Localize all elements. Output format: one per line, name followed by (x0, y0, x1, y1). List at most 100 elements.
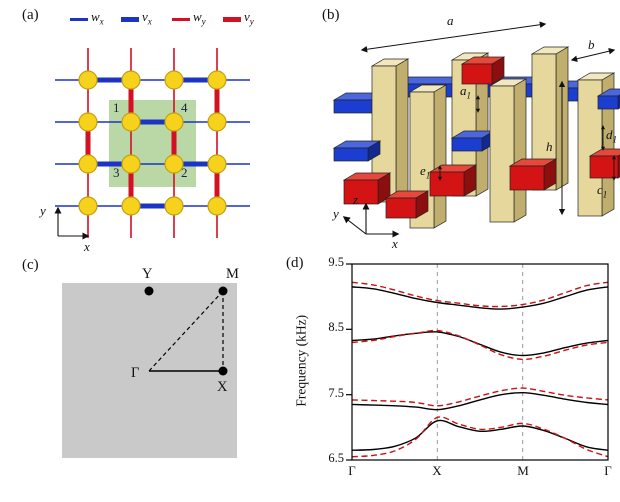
panel-b-drawing (332, 21, 620, 238)
block-side-face (433, 84, 447, 229)
block-front-face (429, 171, 465, 197)
lattice-site (207, 154, 227, 174)
block-side-face (513, 78, 527, 223)
panel-a-drawing (54, 48, 250, 240)
panel-d-label: (d) (286, 255, 304, 271)
legend-line-vx (121, 16, 139, 22)
lattice-site (207, 112, 227, 132)
site-number-3: 3 (113, 165, 120, 180)
dim-a-arrow (360, 21, 547, 53)
panel-c-label: (c) (22, 257, 39, 273)
band-curve-band1-red-dashed (351, 416, 609, 458)
red-block (588, 148, 620, 179)
panel-a-label: (a) (22, 7, 39, 23)
lattice-site (121, 112, 141, 132)
legend-label-wy: wy (193, 9, 206, 27)
site-number-1: 1 (113, 100, 120, 115)
lattice-site (78, 196, 98, 216)
red-block (384, 190, 430, 219)
band-curve-band2-black-solid (351, 391, 609, 411)
bz-label-y: Y (142, 266, 153, 282)
d-xtick-gamma-left: Γ (348, 463, 356, 478)
b-axis-x-label: x (392, 236, 398, 251)
d-yaxis-title: Frequency (kHz) (293, 314, 309, 407)
band-curve-band3-red-dashed (351, 329, 609, 361)
dim-a1-label: a1 (460, 83, 471, 101)
legend-label-wx: wx (91, 9, 104, 27)
panel-b-label: (b) (322, 7, 340, 23)
plot-frame (351, 263, 609, 461)
bz-point-x (218, 366, 228, 376)
d-ytick-7.5: 7.5 (328, 386, 344, 400)
lattice-site (207, 196, 227, 216)
band-curves-group (351, 281, 609, 458)
panel-c-drawing (62, 283, 237, 458)
red-block (508, 158, 558, 191)
d-xtick-m: M (517, 463, 529, 478)
d-ytick-6.5: 6.5 (328, 451, 344, 465)
block-front-face (451, 137, 483, 152)
block-side-face (395, 58, 409, 203)
block-front-face (333, 147, 369, 162)
dim-b-label: b (588, 37, 595, 52)
site-number-4: 4 (181, 100, 188, 115)
band-curve-band4-black-solid (351, 286, 609, 310)
bz-point-y (144, 286, 154, 296)
b-axis-y-arrow (342, 216, 367, 235)
lattice-site (164, 196, 184, 216)
site-number-2: 2 (181, 165, 188, 180)
lattice-site (207, 70, 227, 90)
legend-label-vx: vx (142, 9, 152, 27)
lattice-site (78, 154, 98, 174)
blue-block (332, 140, 382, 162)
red-block (428, 164, 478, 197)
block-front-face (385, 197, 417, 219)
d-xtick-gamma-right: Γ (604, 463, 612, 478)
lattice-group (55, 48, 250, 238)
legend-label-vy: vy (244, 9, 254, 27)
band-curve-band1-black-solid (351, 419, 609, 451)
bz-label-gamma: Γ (131, 365, 140, 381)
dim-h-label: h (546, 139, 553, 154)
lattice-site (121, 70, 141, 90)
red-block (460, 56, 506, 85)
d-ytick-9.5: 9.5 (328, 255, 344, 269)
dim-c1-label: c1 (597, 182, 608, 200)
dim-d1-label: d1 (606, 127, 617, 145)
dim-b-arrow (570, 48, 616, 62)
bz-point-m (218, 286, 228, 296)
band-curve-band2-red-dashed (351, 387, 609, 407)
lattice-site (78, 112, 98, 132)
bz-label-x: X (217, 379, 228, 395)
band-curve-band4-red-dashed (351, 281, 609, 308)
a-axis-y-label: y (40, 203, 46, 218)
crystal-blocks-group (332, 46, 620, 229)
lattice-site (164, 154, 184, 174)
panel-d-plot (346, 263, 609, 461)
d-ytick-8.5: 8.5 (328, 320, 344, 334)
block-front-face (489, 85, 515, 223)
lattice-site (78, 70, 98, 90)
lattice-site (164, 112, 184, 132)
lattice-site (164, 70, 184, 90)
band-curve-band3-black-solid (351, 331, 609, 357)
red-block (342, 172, 392, 205)
dim-a-label: a (447, 13, 454, 28)
b-axis-z-label: z (353, 192, 359, 207)
block-front-face (509, 165, 545, 191)
block-front-face (333, 99, 373, 114)
pillar (488, 78, 528, 223)
legend-line-vy (223, 16, 241, 22)
lattice-site (121, 154, 141, 174)
block-front-face (461, 63, 493, 85)
block-front-face (597, 95, 619, 110)
unit-cell-highlight (109, 100, 196, 187)
block-front-face (343, 179, 379, 205)
dim-e1-label: e1 (420, 163, 431, 181)
blue-block (450, 130, 496, 152)
lattice-site (121, 196, 141, 216)
a-axis-x-label: x (84, 239, 90, 254)
b-axis-y-label: y (333, 206, 339, 221)
